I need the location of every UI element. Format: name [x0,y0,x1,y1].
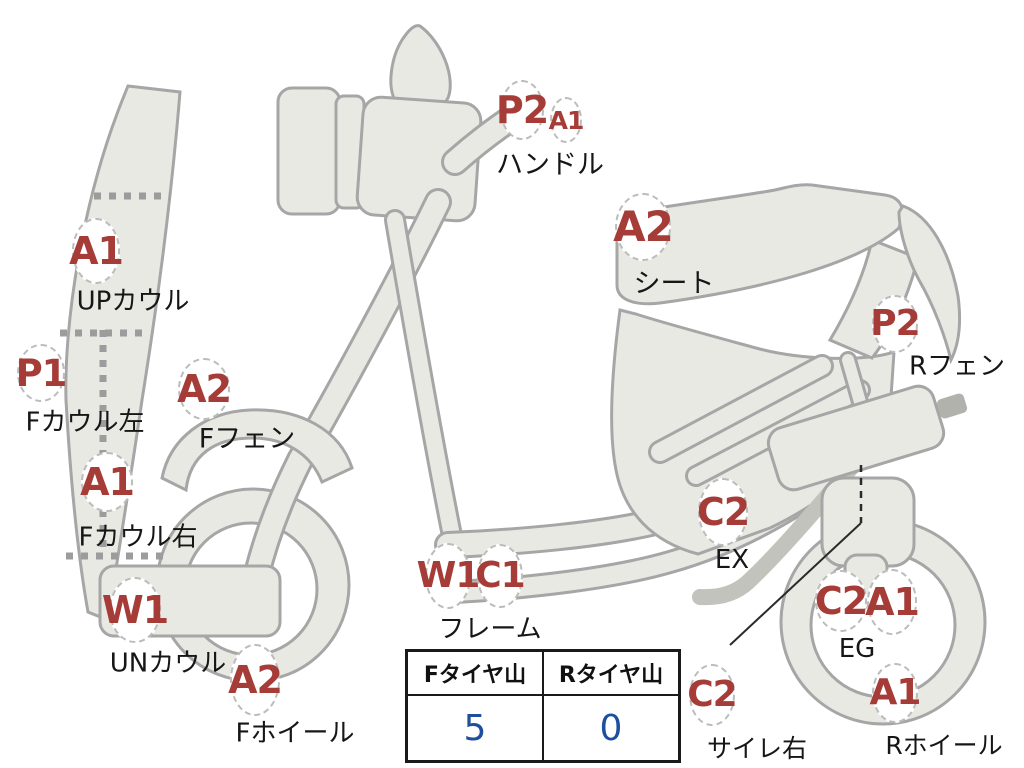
tire-table-header-front: Fタイヤ山 [405,649,544,696]
damage-marker-front-cowl-right-a1: A1 [80,452,135,512]
part-label-seat: シート [633,268,715,300]
damage-marker-front-cowl-left-p1: P1 [16,344,67,402]
damage-marker-engine-a1: A1 [865,569,920,635]
part-label-frame: フレーム [438,614,542,645]
muffler-shape [766,351,968,492]
damage-marker-rear-wheel-a1: A1 [870,663,921,723]
part-label-engine: EG [838,634,876,664]
rear-fender-shape [897,204,962,365]
headlight-shape [276,86,483,223]
damage-marker-frame-w1: W1 [417,543,480,609]
part-label-rear-fender: Rフェン [908,351,1006,382]
damage-marker-front-wheel-a2: A2 [228,644,283,716]
frame-downtube-shape [384,209,471,586]
damage-marker-engine-c2: C2 [815,570,868,632]
part-label-front-cowl-left: Fカウル左 [25,407,145,438]
damage-marker-front-fender-a2: A2 [177,358,232,420]
part-label-under-cowl: UNカウル [109,648,227,679]
seat-shape [615,183,904,306]
part-label-silencer-right: サイレ右 [706,734,808,763]
part-label-front-cowl-right: Fカウル右 [78,522,198,553]
damage-marker-handle-a1: A1 [549,97,584,143]
damage-marker-exhaust-c2: C2 [697,478,750,546]
part-label-rear-wheel: Rホイール [885,731,1003,760]
cowl-dotted-lines [60,192,170,560]
part-label-handle: ハンドル [496,149,604,181]
part-label-front-wheel: Fホイール [235,718,355,749]
damage-marker-seat-a2: A2 [613,193,674,261]
part-label-front-fender: Fフェン [198,423,296,455]
tire-value-rear: 0 [542,694,681,763]
damage-marker-upper-cowl-a1: A1 [69,218,124,284]
damage-marker-under-cowl-w1: W1 [102,577,169,643]
part-label-exhaust: EX [714,545,750,575]
tire-value-front: 5 [405,694,544,763]
part-label-upper-cowl: UPカウル [76,286,190,317]
damage-marker-frame-c1: C1 [475,544,526,608]
damage-marker-rear-fender-p2: P2 [870,295,921,353]
tire-table-header-rear: Rタイヤ山 [542,649,681,696]
damage-marker-silencer-right-c2: C2 [687,664,738,726]
tire-tread-table: Fタイヤ山 Rタイヤ山 5 0 [405,649,681,763]
damage-marker-handle-p2: P2 [496,80,549,140]
silencer-pointer-line [729,465,863,646]
rear-side-panel-shape [827,237,920,360]
